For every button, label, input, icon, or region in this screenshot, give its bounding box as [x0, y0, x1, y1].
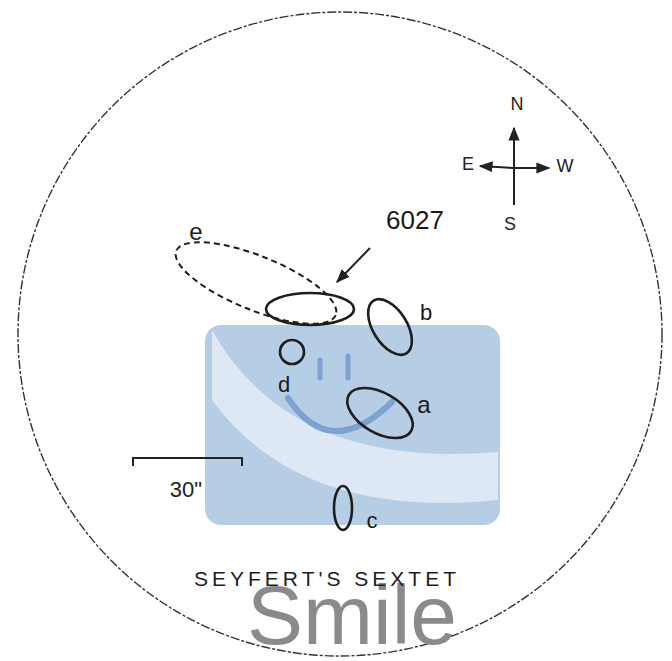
galaxy-outline: a — [340, 373, 420, 453]
compass-letter: N — [511, 95, 524, 113]
galaxy-label: e — [189, 220, 202, 244]
galaxy-label: a — [417, 393, 430, 417]
leader-arrow — [337, 248, 370, 282]
galaxy-label: c — [367, 510, 378, 532]
compass-letter: S — [504, 215, 516, 233]
compass-letter: E — [462, 155, 474, 173]
compass-rose — [480, 128, 549, 205]
galaxy-label: b — [420, 302, 432, 324]
galaxy-shape — [276, 336, 308, 368]
sketch-caption: SEYFERT'S SEXTET — [194, 568, 460, 589]
galaxy-outline: d — [276, 336, 308, 368]
galaxy-ellipse — [339, 378, 421, 449]
galaxy-outline: b — [355, 292, 425, 362]
galaxy-outline: e — [166, 193, 346, 373]
galaxy-ellipse — [266, 293, 354, 325]
galaxy-label: d — [278, 374, 290, 396]
galaxy-ellipse — [359, 292, 421, 363]
watermark-logo — [205, 325, 500, 525]
scale-bar — [133, 458, 242, 466]
scale-label: 30" — [170, 479, 202, 501]
galaxy-label: 6027 — [386, 207, 444, 233]
galaxy-shape — [262, 261, 358, 357]
galaxy-outline: 6027 — [262, 261, 358, 357]
galaxy-outline: c — [317, 482, 369, 534]
galaxy-shape — [317, 482, 369, 534]
galaxy-shape — [355, 292, 425, 362]
galaxy-shape — [340, 373, 420, 453]
galaxy-ellipse — [280, 340, 304, 364]
galaxy-ellipse — [334, 486, 352, 530]
field-circle — [18, 12, 662, 656]
compass-letter: W — [557, 157, 574, 175]
